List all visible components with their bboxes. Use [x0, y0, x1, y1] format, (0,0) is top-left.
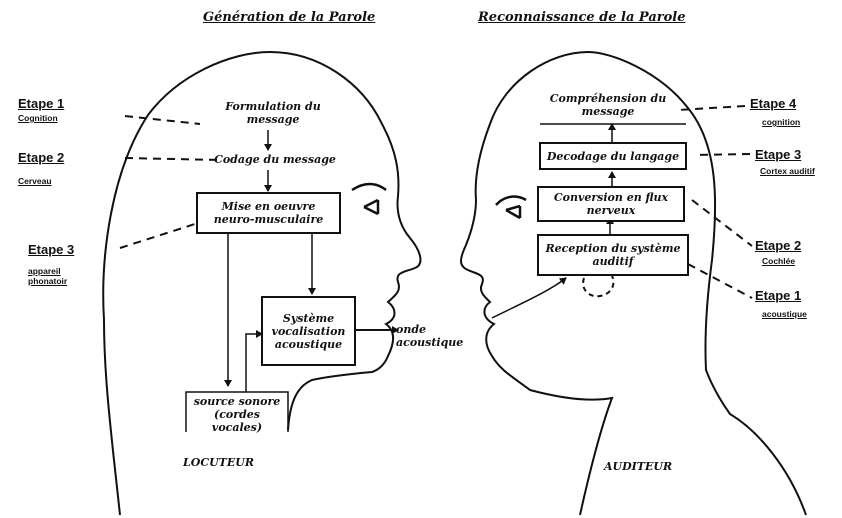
listener-stage2-sub: Cochlée — [762, 256, 795, 266]
listener-ear — [583, 276, 613, 296]
speaker-stage1-label: Etape 1 — [18, 96, 64, 111]
speaker-eye — [352, 184, 386, 214]
listener-stage4-label: Etape 4 — [750, 96, 796, 111]
formulation-du-message: Formulation du message — [212, 100, 334, 126]
stage2-right-pointer — [692, 200, 752, 246]
listener-stage2-label: Etape 2 — [755, 238, 801, 253]
stage1-right-pointer — [688, 264, 752, 298]
listener-stage1-sub: acoustique — [762, 309, 807, 319]
speaker-stage2-label: Etape 2 — [18, 150, 64, 165]
speaker-stage3-label: Etape 3 — [28, 242, 74, 257]
mise-en-oeuvre-box: Mise en oeuvre neuro-musculaire — [196, 192, 341, 234]
comprehension-du-message: Compréhension du message — [534, 92, 682, 118]
stage3-left-pointer — [120, 224, 195, 248]
speaker-stage1-sub: Cognition — [18, 113, 58, 123]
source-sonore: source sonore (cordes vocales) — [188, 395, 286, 434]
reception-systeme-auditif-box: Reception du système auditif — [537, 234, 689, 276]
auditeur-label: AUDITEUR — [604, 460, 672, 473]
title-generation: Génération de la Parole — [203, 10, 375, 25]
onde-acoustique: onde acoustique — [396, 323, 488, 349]
listener-eye — [496, 197, 526, 218]
listener-stage3-label: Etape 3 — [755, 147, 801, 162]
listener-stage1-label: Etape 1 — [755, 288, 801, 303]
listener-stage3-sub: Cortex auditif — [760, 166, 815, 176]
locuteur-label: LOCUTEUR — [183, 456, 254, 469]
listener-head-outline — [461, 52, 806, 515]
systeme-vocalisation-box: Système vocalisation acoustique — [261, 296, 356, 366]
stage3-right-pointer — [695, 154, 750, 155]
speaker-stage3-sub: appareil phonatoir — [28, 266, 88, 286]
decodage-du-langage-box: Decodage du langage — [539, 142, 687, 170]
speaker-stage2-sub: Cerveau — [18, 176, 52, 186]
stage1-left-pointer — [125, 116, 200, 124]
conversion-en-flux-box: Conversion en flux nerveux — [537, 186, 685, 222]
listener-stage4-sub: cognition — [762, 117, 800, 127]
title-reconnaissance: Reconnaissance de la Parole — [478, 10, 686, 25]
codage-du-message: Codage du message — [200, 153, 350, 166]
